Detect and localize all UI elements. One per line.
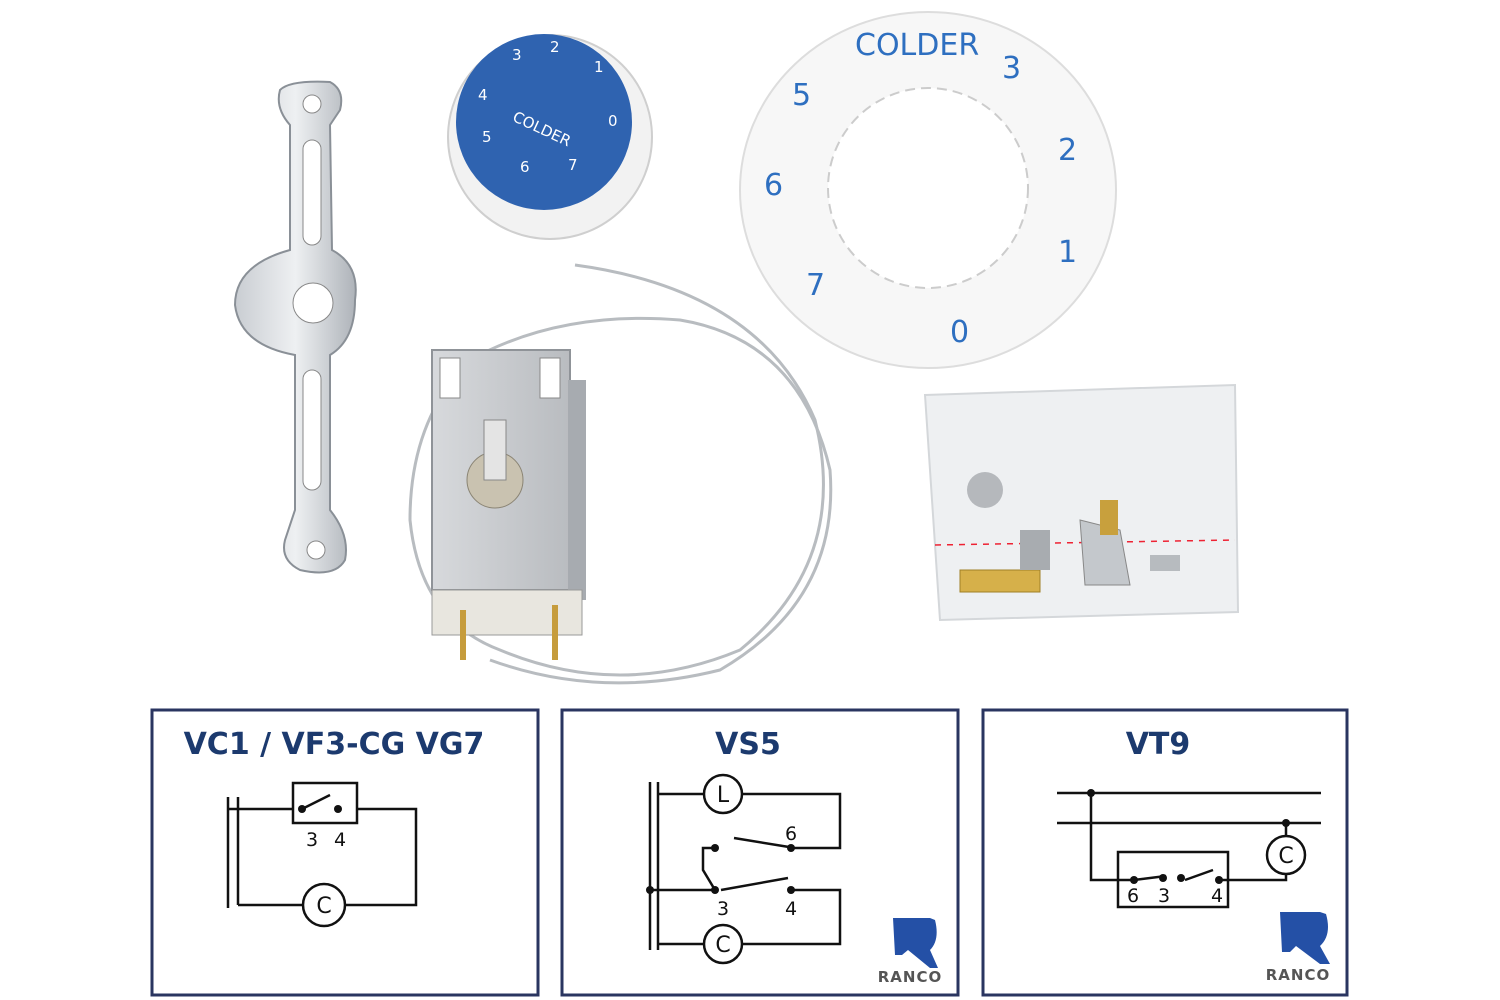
dial-number: 7 xyxy=(806,268,825,303)
diagram-title: VS5 xyxy=(715,727,781,762)
dial-number: 3 xyxy=(1002,51,1021,86)
wiring-diagram-vc1: VC1 / VF3-CG VG7 C 3 4 xyxy=(150,708,540,997)
terminal-label: 3 xyxy=(1158,885,1170,907)
dial-plate: COLDER 5 3 2 1 0 7 6 xyxy=(739,11,1117,369)
dial-number: 1 xyxy=(1058,235,1077,270)
ranco-text: RANCO xyxy=(878,968,942,986)
compressor-label: C xyxy=(715,933,730,958)
dial-colder-label: COLDER xyxy=(855,28,979,63)
accessory-bag xyxy=(923,383,1240,622)
dial-number: 0 xyxy=(950,315,969,350)
wiring-diagram-vs5: VS5 L C 6 3 4 RANCO xyxy=(560,708,960,997)
terminal-label: 6 xyxy=(1127,885,1139,907)
terminal-label: 6 xyxy=(785,823,797,845)
compressor-label: C xyxy=(316,894,331,919)
dial-number: 5 xyxy=(792,78,811,113)
compressor-label: C xyxy=(1278,844,1293,869)
lamp-label: L xyxy=(717,783,730,808)
ranco-logo: RANCO xyxy=(1266,912,1330,984)
diagram-title: VT9 xyxy=(1126,727,1191,762)
terminal-label: 4 xyxy=(785,898,797,920)
knob-number: 6 xyxy=(520,158,530,176)
capillary-tube xyxy=(408,263,833,685)
knob-number: 3 xyxy=(512,46,522,64)
terminal-label: 3 xyxy=(717,898,729,920)
ranco-logo: RANCO xyxy=(878,918,942,986)
dial-number: 2 xyxy=(1058,133,1077,168)
knob-number: 0 xyxy=(608,112,618,130)
diagram-title: VC1 / VF3-CG VG7 xyxy=(184,727,485,762)
terminal-label: 4 xyxy=(1211,885,1223,907)
knob-number: 4 xyxy=(478,86,488,104)
knob-number: 5 xyxy=(482,128,492,146)
knob-number: 2 xyxy=(550,38,560,56)
thermostat xyxy=(431,349,586,660)
knob-face xyxy=(456,34,632,210)
mounting-bracket xyxy=(233,80,357,574)
control-knob: 3 2 1 0 4 5 6 7 COLDER xyxy=(447,34,653,240)
dial-number: 6 xyxy=(764,168,783,203)
ranco-text: RANCO xyxy=(1266,966,1330,984)
terminal-label: 3 xyxy=(306,829,318,851)
knob-number: 1 xyxy=(594,58,604,76)
wiring-diagram-vt9: VT9 C 6 3 4 RANCO xyxy=(981,708,1349,997)
knob-number: 7 xyxy=(568,156,578,174)
terminal-label: 4 xyxy=(334,829,346,851)
